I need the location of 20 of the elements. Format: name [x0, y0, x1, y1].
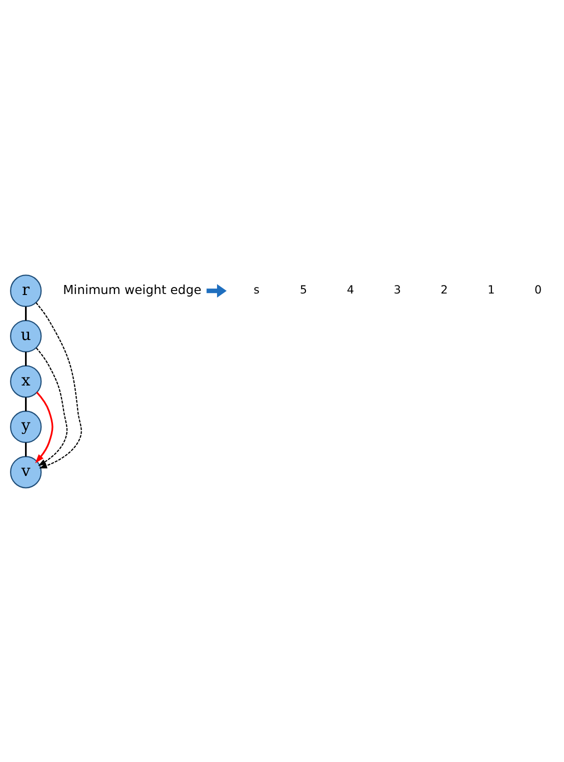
node-text: Minimum weight edge	[62, 282, 202, 297]
connector	[25, 351, 27, 366]
arrow	[36, 347, 68, 466]
label: 5	[300, 283, 308, 296]
label: 3	[394, 283, 401, 296]
label: 0	[534, 283, 542, 296]
label: 1	[488, 283, 495, 296]
node-circle: r	[10, 274, 42, 307]
label: 4	[346, 283, 354, 296]
connector	[25, 396, 27, 411]
connector	[25, 442, 27, 456]
node-circle: y	[10, 410, 42, 443]
node-circle: u	[10, 319, 42, 352]
arrow	[35, 391, 54, 463]
label: s	[254, 283, 260, 296]
connector	[25, 306, 27, 320]
label: 2	[440, 283, 448, 296]
arrow	[36, 302, 82, 468]
node-circle: x	[10, 364, 42, 398]
node-circle: v	[10, 455, 42, 488]
